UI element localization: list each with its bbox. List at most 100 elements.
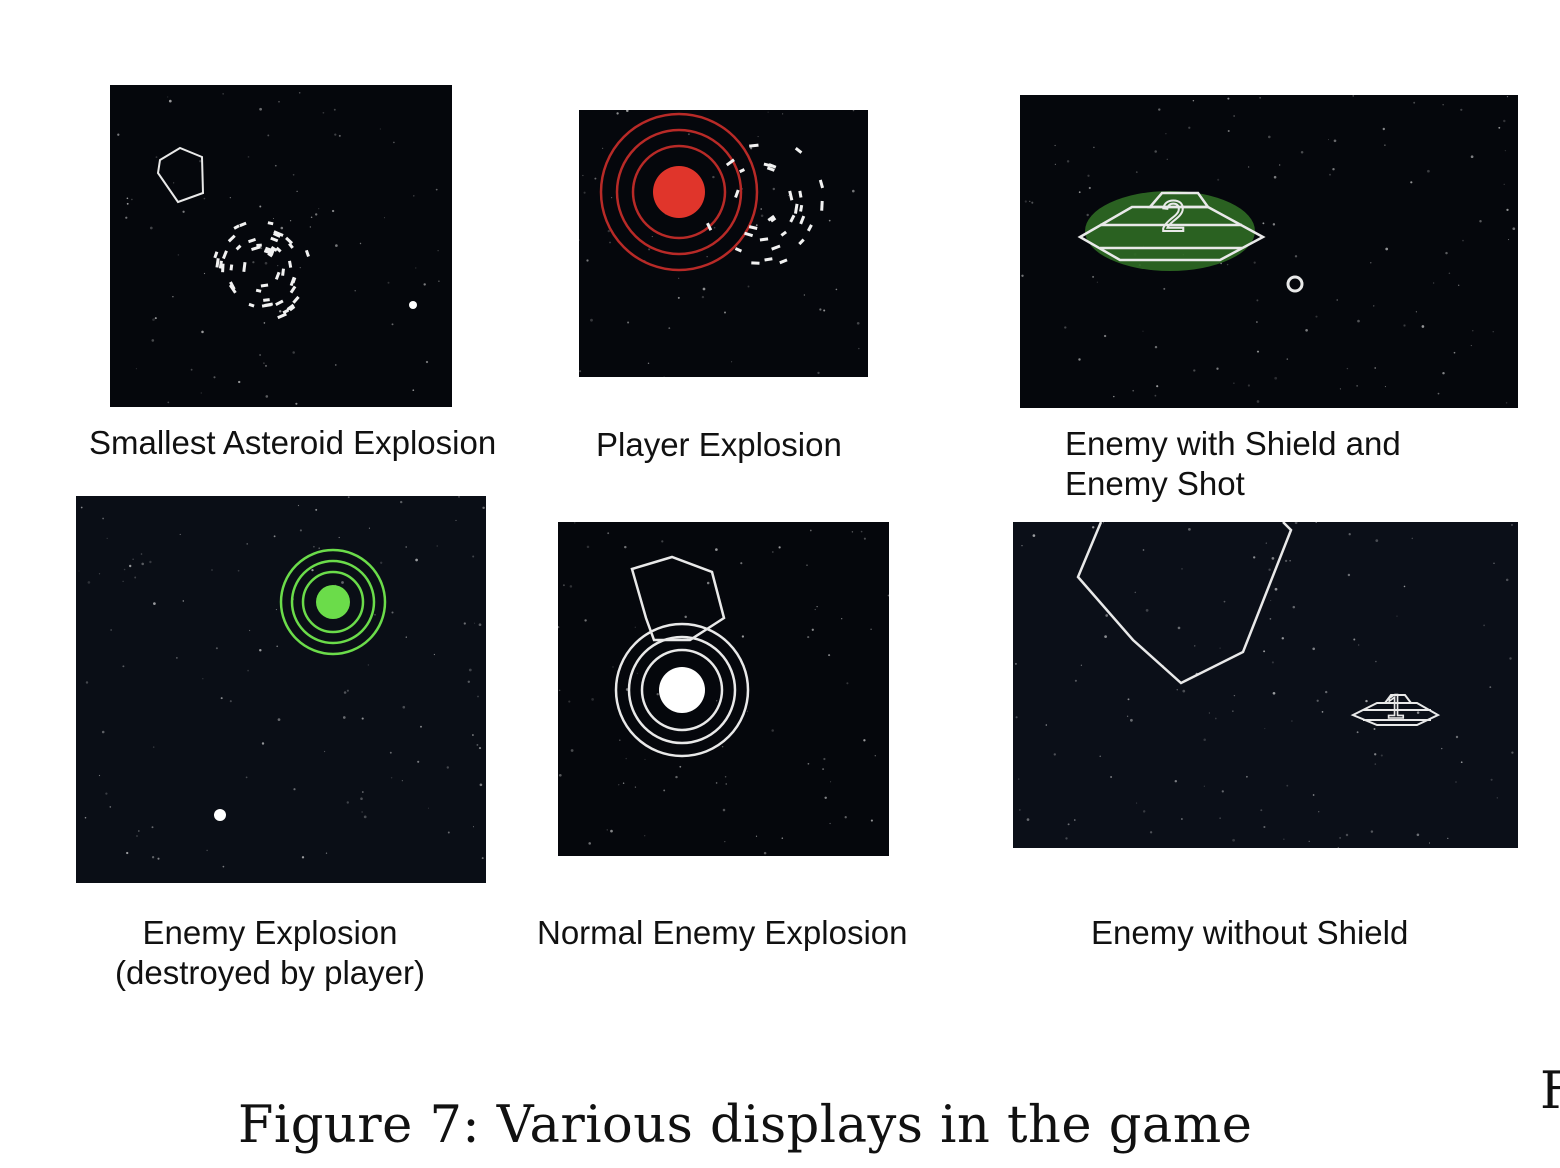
star (151, 339, 155, 342)
star (1505, 578, 1509, 582)
star (1503, 119, 1506, 123)
star (309, 226, 311, 228)
star (1403, 324, 1406, 327)
star (684, 615, 687, 619)
star (359, 242, 362, 245)
star (401, 780, 403, 782)
star (1385, 247, 1389, 251)
star (1015, 716, 1018, 719)
star (338, 134, 341, 137)
star (715, 548, 718, 551)
star (579, 370, 582, 373)
star (476, 743, 479, 746)
star (706, 581, 710, 585)
star (324, 750, 326, 753)
star (1427, 169, 1430, 173)
star (569, 585, 573, 588)
star (1253, 261, 1256, 264)
star (478, 747, 482, 750)
caption-line: Normal Enemy Explosion (537, 914, 908, 951)
star (1273, 175, 1277, 179)
stars-layer (117, 92, 440, 405)
star (313, 545, 315, 548)
star (1403, 585, 1406, 588)
debris-shard (759, 237, 769, 242)
star (1396, 615, 1398, 617)
star (249, 629, 251, 632)
star (1078, 191, 1081, 194)
star (261, 742, 265, 745)
star (586, 259, 589, 262)
star (1135, 171, 1138, 173)
star (1272, 223, 1276, 226)
star (1291, 720, 1293, 722)
star (677, 296, 680, 299)
bullet-dot (409, 301, 417, 309)
debris-shard (768, 163, 777, 169)
star (126, 202, 129, 205)
star (852, 189, 855, 193)
star (663, 376, 665, 377)
star (380, 561, 383, 564)
star (179, 533, 181, 535)
star (182, 600, 185, 602)
star (215, 647, 218, 650)
star (661, 540, 664, 543)
debris-shard (748, 225, 758, 230)
debris-shard (282, 308, 290, 315)
star (1347, 573, 1351, 577)
star (1021, 274, 1024, 277)
star (1511, 751, 1514, 754)
figure-caption: Figure 7: Various displays in the game (238, 1096, 1253, 1155)
caption-line: Player Explosion (596, 426, 842, 463)
star (1029, 200, 1031, 203)
star (1018, 808, 1021, 811)
star (202, 677, 204, 680)
star (588, 842, 591, 845)
debris-shard (267, 221, 274, 226)
star (238, 380, 241, 384)
star (1091, 526, 1095, 529)
star (1305, 328, 1308, 332)
star (413, 195, 415, 197)
debris-shard (248, 237, 256, 244)
star (1284, 559, 1288, 563)
star (1166, 158, 1168, 160)
star (172, 295, 174, 298)
star (152, 318, 155, 321)
debris-shard (267, 252, 274, 258)
star (1316, 699, 1319, 702)
star (482, 506, 485, 510)
stars-layer (558, 522, 889, 855)
star (368, 527, 370, 529)
star (675, 775, 678, 779)
star (579, 239, 580, 242)
star (1165, 133, 1167, 135)
star (1217, 178, 1220, 181)
star (1283, 838, 1285, 840)
star (273, 535, 276, 538)
star (1145, 609, 1149, 612)
enemy-explosion-rings (279, 548, 387, 656)
star (347, 496, 350, 499)
star (1460, 108, 1463, 111)
star (229, 197, 231, 199)
star (468, 668, 472, 672)
star (1142, 549, 1145, 551)
star (860, 530, 863, 533)
star (586, 545, 590, 549)
star (126, 197, 129, 200)
debris-shard (275, 299, 284, 307)
star (417, 760, 420, 763)
star (1294, 522, 1298, 525)
star (1031, 201, 1034, 204)
star (315, 213, 318, 216)
small-asteroid-outline (156, 146, 205, 204)
debris-shard (270, 246, 278, 252)
star (852, 110, 855, 112)
debris-shard (734, 247, 743, 253)
star (1113, 395, 1115, 398)
star (1375, 539, 1379, 542)
star (275, 609, 277, 611)
star (342, 716, 346, 719)
